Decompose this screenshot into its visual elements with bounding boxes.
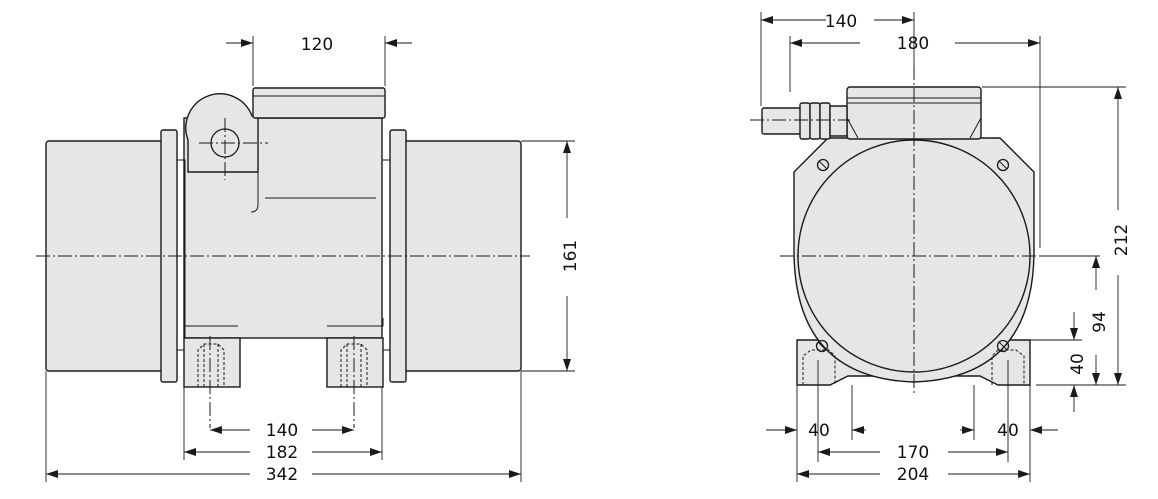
front-dimensions <box>760 12 1126 482</box>
right-foot <box>326 337 384 388</box>
terminal-box <box>252 87 386 119</box>
dim-front-overall-width: 204 <box>897 465 929 485</box>
side-view <box>36 87 530 428</box>
bolt-top-right <box>996 158 1010 172</box>
dim-side-foot-outer: 182 <box>266 443 298 463</box>
dim-front-hole-spacing: 170 <box>897 443 929 463</box>
bolt-bottom-right <box>996 339 1010 353</box>
cable-gland <box>761 107 803 135</box>
front-view <box>750 66 1050 396</box>
dim-side-height: 161 <box>561 240 581 272</box>
dim-front-axis-height: 94 <box>1090 311 1110 333</box>
dim-front-overall-height: 212 <box>1112 224 1132 256</box>
bolt-bottom-left <box>815 339 829 353</box>
bolt-top-left <box>816 158 830 172</box>
lifting-eye <box>185 93 259 173</box>
side-dimensions <box>45 36 575 482</box>
dim-front-foot-height: 40 <box>1068 353 1088 375</box>
dim-front-housing-width: 180 <box>897 34 929 54</box>
dim-front-foot-left: 40 <box>808 421 830 441</box>
dim-side-top-width: 120 <box>301 35 333 55</box>
dim-front-foot-right: 40 <box>997 421 1019 441</box>
dim-side-foot-inner: 140 <box>266 421 298 441</box>
dim-front-cable-offset: 140 <box>825 12 857 32</box>
dim-side-overall-length: 342 <box>266 465 298 485</box>
left-foot <box>183 337 241 388</box>
